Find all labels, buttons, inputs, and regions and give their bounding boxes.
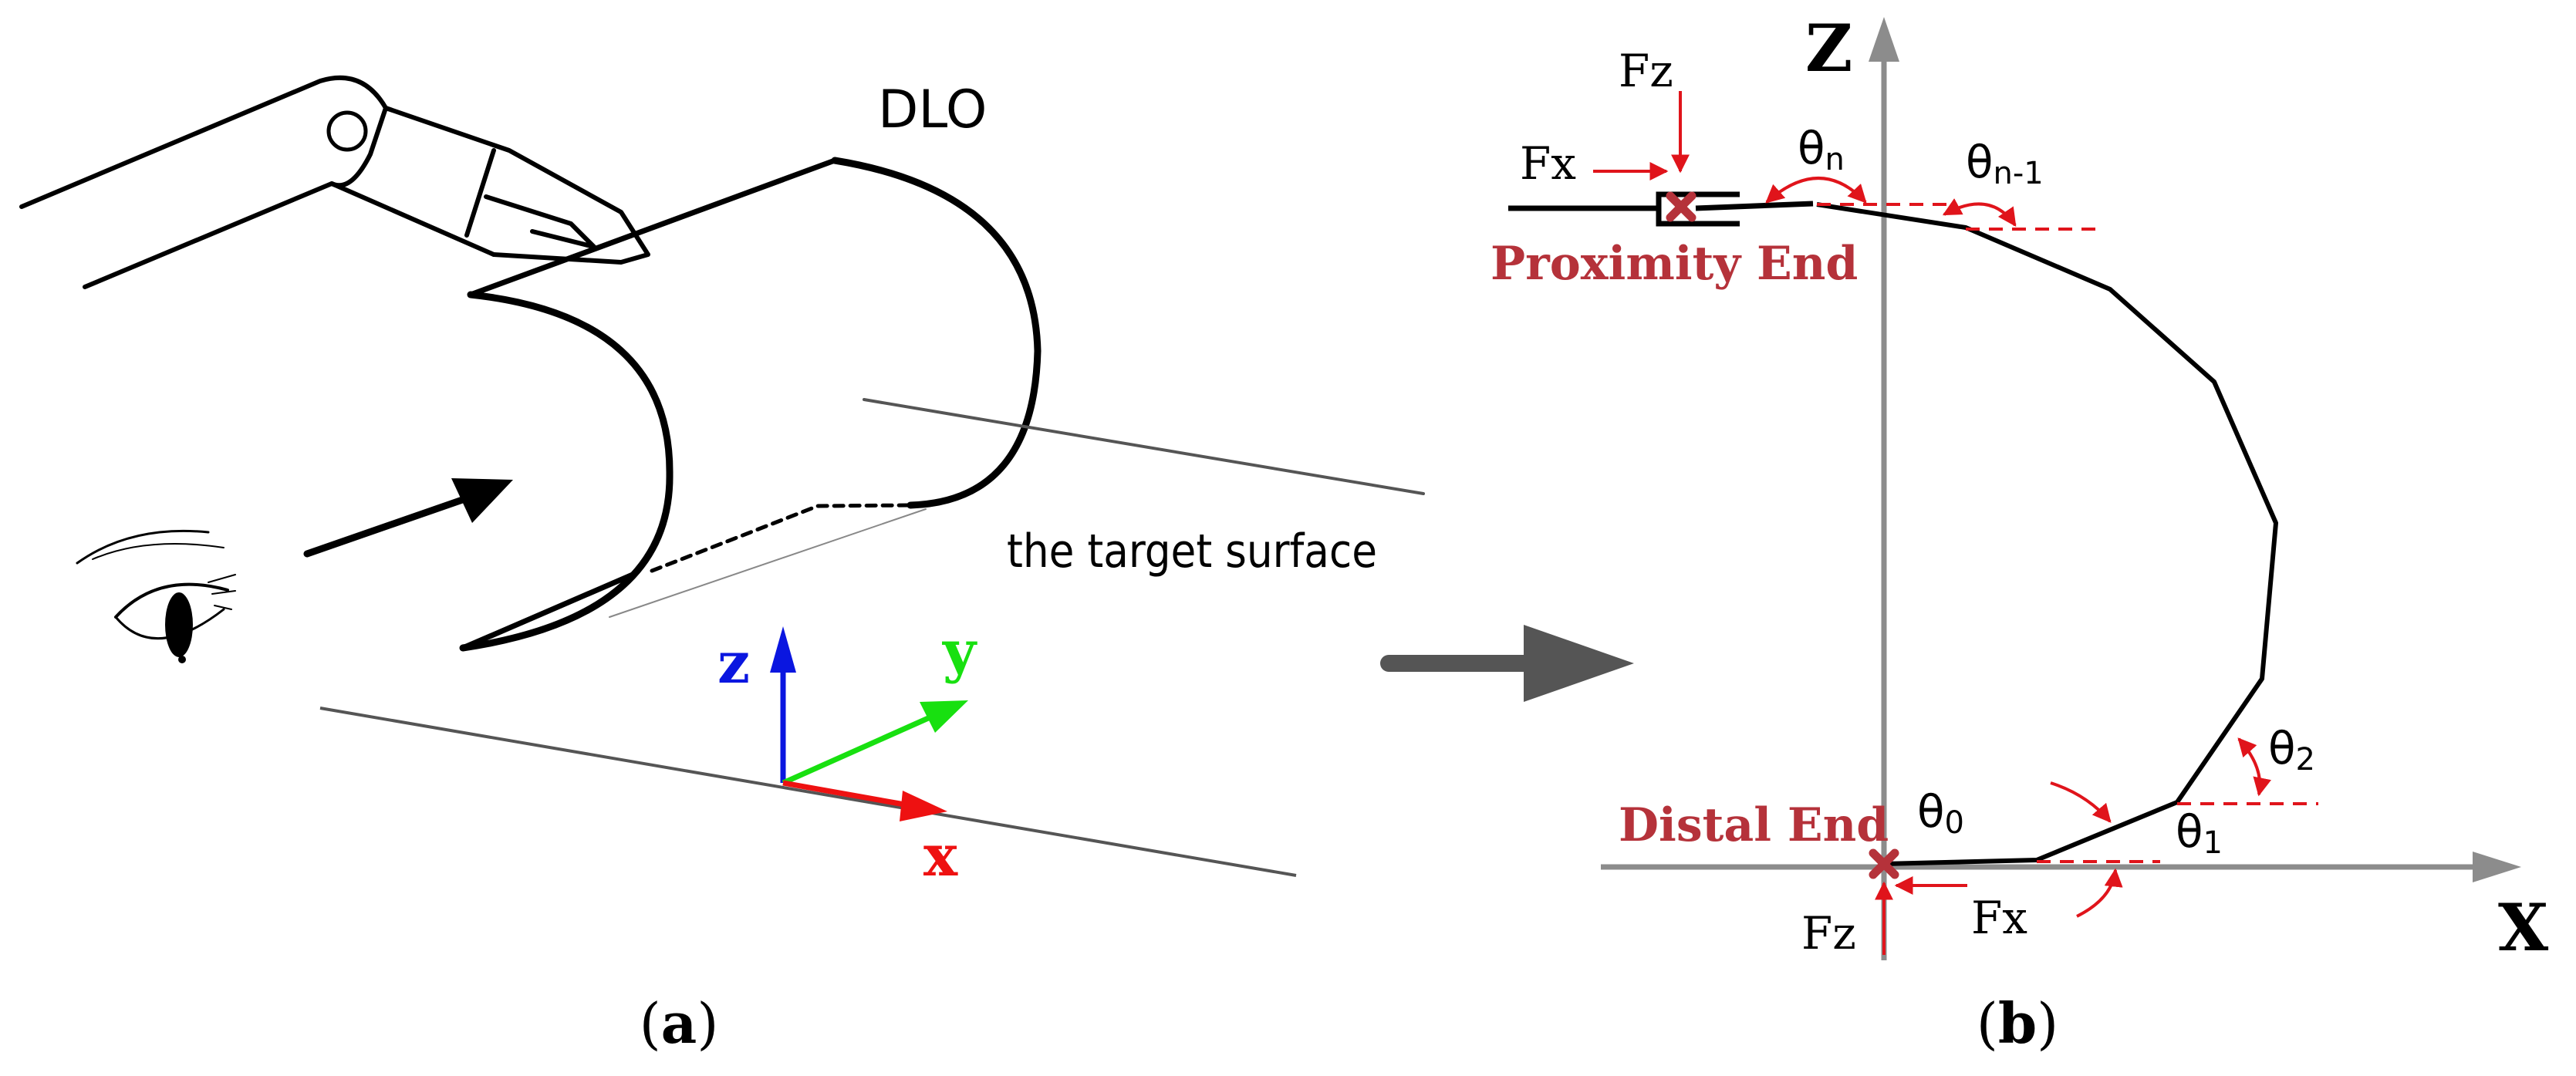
coordinate-frame — [770, 626, 968, 821]
eye-icon — [76, 529, 236, 663]
caption-b: (b) — [1977, 990, 2059, 1056]
surface-label: the target surface — [1007, 525, 1377, 578]
robot-arm — [19, 75, 650, 289]
theta-n1-label: θn-1 — [1966, 136, 2044, 191]
angle-arc-theta-n1 — [1942, 198, 2017, 227]
angle-arc-theta-1-top — [2050, 781, 2112, 823]
dlo-cylinder — [459, 157, 1425, 652]
angle-arc-theta-1-bottom — [2076, 868, 2123, 918]
panel-b: Z X — [1491, 10, 2549, 1056]
axis-label-x: x — [923, 823, 958, 889]
transition-arrow — [1380, 625, 1634, 702]
bottom-fx-label: Fx — [1971, 892, 2027, 944]
distal-end-label: Distal End — [1619, 798, 1889, 852]
caption-a: (a) — [640, 990, 719, 1056]
dlo-chain — [1816, 202, 2278, 866]
axis-label-X: X — [2498, 889, 2549, 966]
theta-2-label: θ2 — [2268, 722, 2315, 777]
x-axis-arrow — [782, 780, 910, 808]
distal-end-marker — [1869, 848, 1899, 879]
angle-arcs — [1765, 177, 2271, 918]
reference-lines — [1817, 203, 2318, 863]
dlo-label: DLO — [878, 79, 987, 140]
view-arrow — [303, 478, 513, 558]
top-fx-label: Fx — [1520, 137, 1576, 190]
axis-label-Z: Z — [1805, 10, 1852, 86]
theta-n-label: θn — [1798, 122, 1845, 177]
force-arrows — [1593, 91, 1967, 955]
axis-label-z: z — [717, 630, 750, 697]
angle-arc-theta-2 — [2237, 737, 2271, 797]
panel-a: z y x DLO the target surface (a) — [19, 75, 1425, 1056]
bottom-fz-label: Fz — [1801, 907, 1856, 960]
top-fz-label: Fz — [1619, 45, 1673, 97]
proximity-end-label: Proximity End — [1491, 237, 1858, 291]
gripper — [1508, 191, 1814, 227]
y-axis-arrow — [782, 713, 935, 786]
proximity-end-marker — [1666, 191, 1697, 222]
ground-line — [319, 707, 1297, 877]
theta-1-label: θ1 — [2176, 805, 2223, 861]
axis-label-y: y — [942, 619, 977, 685]
angle-arc-theta-n — [1765, 177, 1867, 204]
theta-0-label: θ0 — [1917, 785, 1964, 841]
